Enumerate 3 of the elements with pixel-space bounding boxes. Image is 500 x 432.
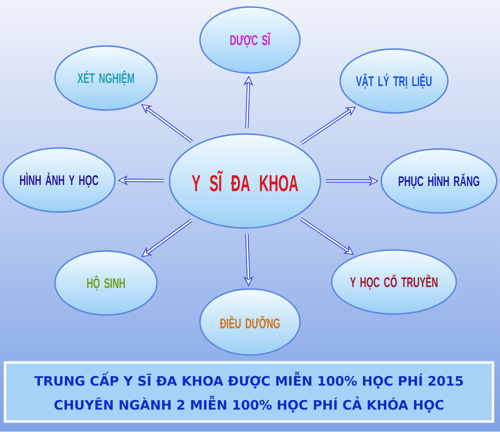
arrow bbox=[300, 106, 356, 145]
banner-box: TRUNG CẤP Y SĨ ĐA KHOA ĐƯỢC MIỄN 100% HỌC PHÍ 2015 CHUYÊN NGÀNH 2 MIỄN 100% HỌC PHÍ CẢ KHÓA HỌC bbox=[4, 361, 494, 423]
arrow bbox=[141, 104, 193, 143]
